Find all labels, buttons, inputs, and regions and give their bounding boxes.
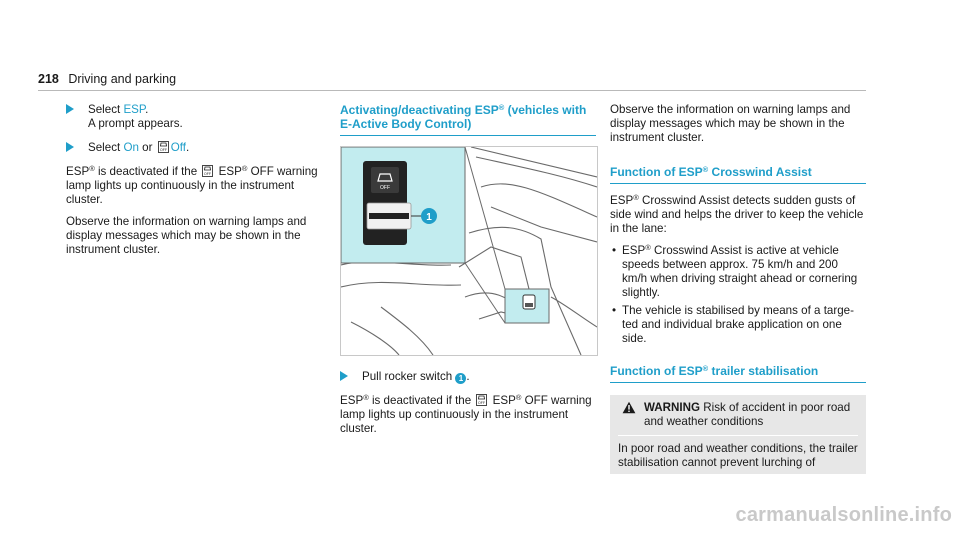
esp-menu-link[interactable]: ESP — [123, 103, 146, 116]
step-select-esp: Select ESP. A prompt appears. — [66, 103, 328, 131]
crosswind-list: •ESP® Crosswind Assist is active at vehi… — [610, 244, 866, 346]
svg-text:OFF: OFF — [204, 172, 211, 176]
on-option[interactable]: On — [123, 141, 139, 154]
warning-box: WARNING Risk of accident in poor road an… — [610, 395, 866, 474]
warning-header: WARNING Risk of accident in poor road an… — [618, 401, 858, 429]
svg-text:OFF: OFF — [478, 401, 485, 405]
callout-1-badge: 1 — [455, 373, 467, 384]
observe-info-text-2: Observe the information on warning lamps… — [610, 103, 851, 144]
list-item: •ESP® Crosswind Assist is active at vehi… — [612, 243, 858, 299]
callout-1-label: 1 — [426, 212, 432, 223]
svg-text:OFF: OFF — [160, 148, 167, 152]
warning-title: WARNING — [644, 401, 701, 414]
column-right: Observe the information on warning lamps… — [610, 103, 866, 474]
esp-off-icon: OFF — [476, 394, 488, 406]
step-arrow-icon — [66, 142, 74, 152]
section-heading-trailer: Function of ESP® trailer stabilisation — [610, 364, 866, 383]
center-console-drawing: OFF 1 — [341, 147, 597, 355]
esp-deactivated-note-2: ESP® is deactivated if the OFF ESP® OFF … — [340, 393, 592, 435]
section-heading-activating: Activating/deactivating ESP® (vehicles w… — [340, 103, 596, 136]
esp-deactivated-note: ESP® is deactivated if the OFF ESP® OFF … — [66, 164, 318, 206]
page-number: 218 — [38, 72, 59, 86]
column-left: Select ESP. A prompt appears. Select On … — [66, 103, 328, 265]
svg-text:OFF: OFF — [380, 185, 390, 191]
header-divider — [38, 90, 866, 91]
page-header: 218 Driving and parking — [38, 72, 176, 86]
list-item: •The vehicle is stabilised by means of a… — [612, 304, 855, 345]
warning-triangle-icon — [622, 401, 636, 414]
prompt-text: A prompt appears. — [88, 117, 183, 130]
esp-off-icon: OFF — [157, 141, 169, 153]
section-heading-crosswind: Function of ESP® Crosswind Assist — [610, 165, 866, 184]
warning-body: In poor road and weather conditions, the… — [618, 435, 858, 470]
section-title: Driving and parking — [68, 72, 177, 86]
crosswind-intro: ESP® Crosswind Assist detects sudden gus… — [610, 193, 864, 235]
off-option[interactable]: Off — [170, 141, 186, 154]
rocker-switch-illustration: OFF 1 — [340, 146, 598, 356]
step-arrow-icon — [340, 371, 348, 381]
step-arrow-icon — [66, 104, 74, 114]
watermark: carmanualsonline.info — [735, 504, 952, 526]
esp-off-icon: OFF — [202, 165, 214, 177]
column-middle: Activating/deactivating ESP® (vehicles w… — [340, 103, 598, 444]
observe-info-text: Observe the information on warning lamps… — [66, 215, 307, 256]
step-pull-rocker: Pull rocker switch 1. — [340, 370, 596, 384]
